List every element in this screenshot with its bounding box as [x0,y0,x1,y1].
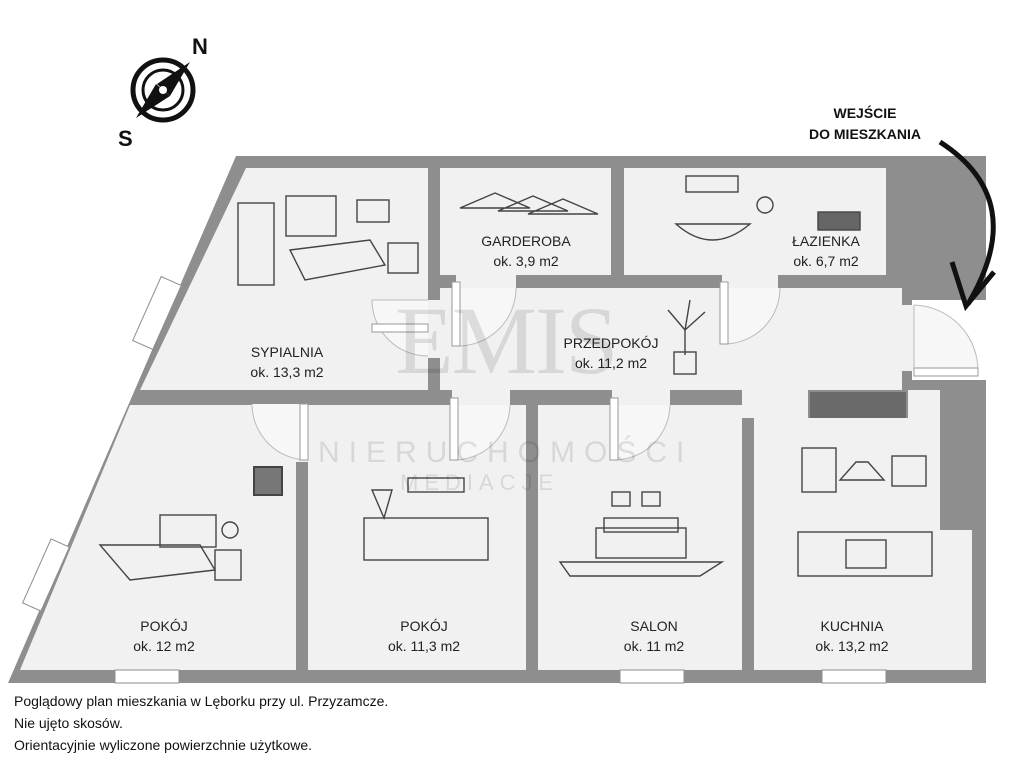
doors [251,275,979,496]
entrance-block [810,392,906,418]
room-name: SALON [630,618,678,634]
room-area: ok. 11,3 m2 [387,638,461,654]
room-name: PRZEDPOKÓJ [563,335,659,351]
room-name: SYPIALNIA [250,344,324,360]
room-przedpokoj [440,288,902,390]
room-name: KUCHNIA [820,618,884,634]
room-area: ok. 3,9 m2 [493,253,559,269]
room-kuchnia [754,390,972,670]
label-garderoba: GARDEROBA ok. 3,9 m2 [446,231,606,271]
furniture [98,175,933,581]
exterior-corner [986,156,1024,683]
label-lazienka: ŁAZIENKA ok. 6,7 m2 [746,231,906,271]
compass-icon [130,57,196,123]
room-name: POKÓJ [400,618,448,634]
room-name: POKÓJ [140,618,188,634]
label-salon: SALON ok. 11 m2 [574,616,734,656]
compass-south-label: S [118,126,133,151]
entrance-label-line2: DO MIESZKANIA [809,126,921,142]
room-name: GARDEROBA [481,233,571,249]
entrance-arrow-icon [938,139,996,312]
room-sypialnia [140,168,428,390]
plan-notes: Poglądowy plan mieszkania w Lęborku przy… [14,690,388,756]
label-pokoj-1: POKÓJ ok. 12 m2 [84,616,244,656]
room-area: ok. 13,2 m2 [815,638,889,654]
room-area: ok. 13,3 m2 [250,364,324,380]
room-pokoj-1 [20,405,296,670]
room-name: ŁAZIENKA [792,233,860,249]
note-line-2: Nie ujęto skosów. [14,715,123,731]
label-pokoj-2: POKÓJ ok. 11,3 m2 [344,616,504,656]
room-area: ok. 6,7 m2 [793,253,859,269]
room-garderoba [440,168,611,275]
watermark-line1: NIERUCHOMOŚCI [318,436,694,469]
note-line-3: Orientacyjnie wyliczone powierzchnie uży… [14,737,313,753]
room-pokoj-2 [308,405,526,670]
label-kuchnia: KUCHNIA ok. 13,2 m2 [772,616,932,656]
entrance-label-line1: WEJŚCIE [833,105,897,121]
room-area: ok. 11 m2 [623,638,685,654]
label-sypialnia: SYPIALNIA ok. 13,3 m2 [207,342,367,382]
watermark-line2: MEDIACJE [400,470,560,495]
entrance-label: WEJŚCIE DO MIESZKANIA [790,103,940,145]
room-area: ok. 11,2 m2 [574,355,648,371]
watermark-brand: EMIS [395,287,618,394]
hall-extension [742,390,808,418]
compass-north-label: N [192,34,208,59]
windows [21,275,887,684]
room-area: ok. 12 m2 [133,638,195,654]
note-line-1: Poglądowy plan mieszkania w Lęborku przy… [14,693,389,709]
label-przedpokoj: PRZEDPOKÓJ ok. 11,2 m2 [531,333,691,373]
